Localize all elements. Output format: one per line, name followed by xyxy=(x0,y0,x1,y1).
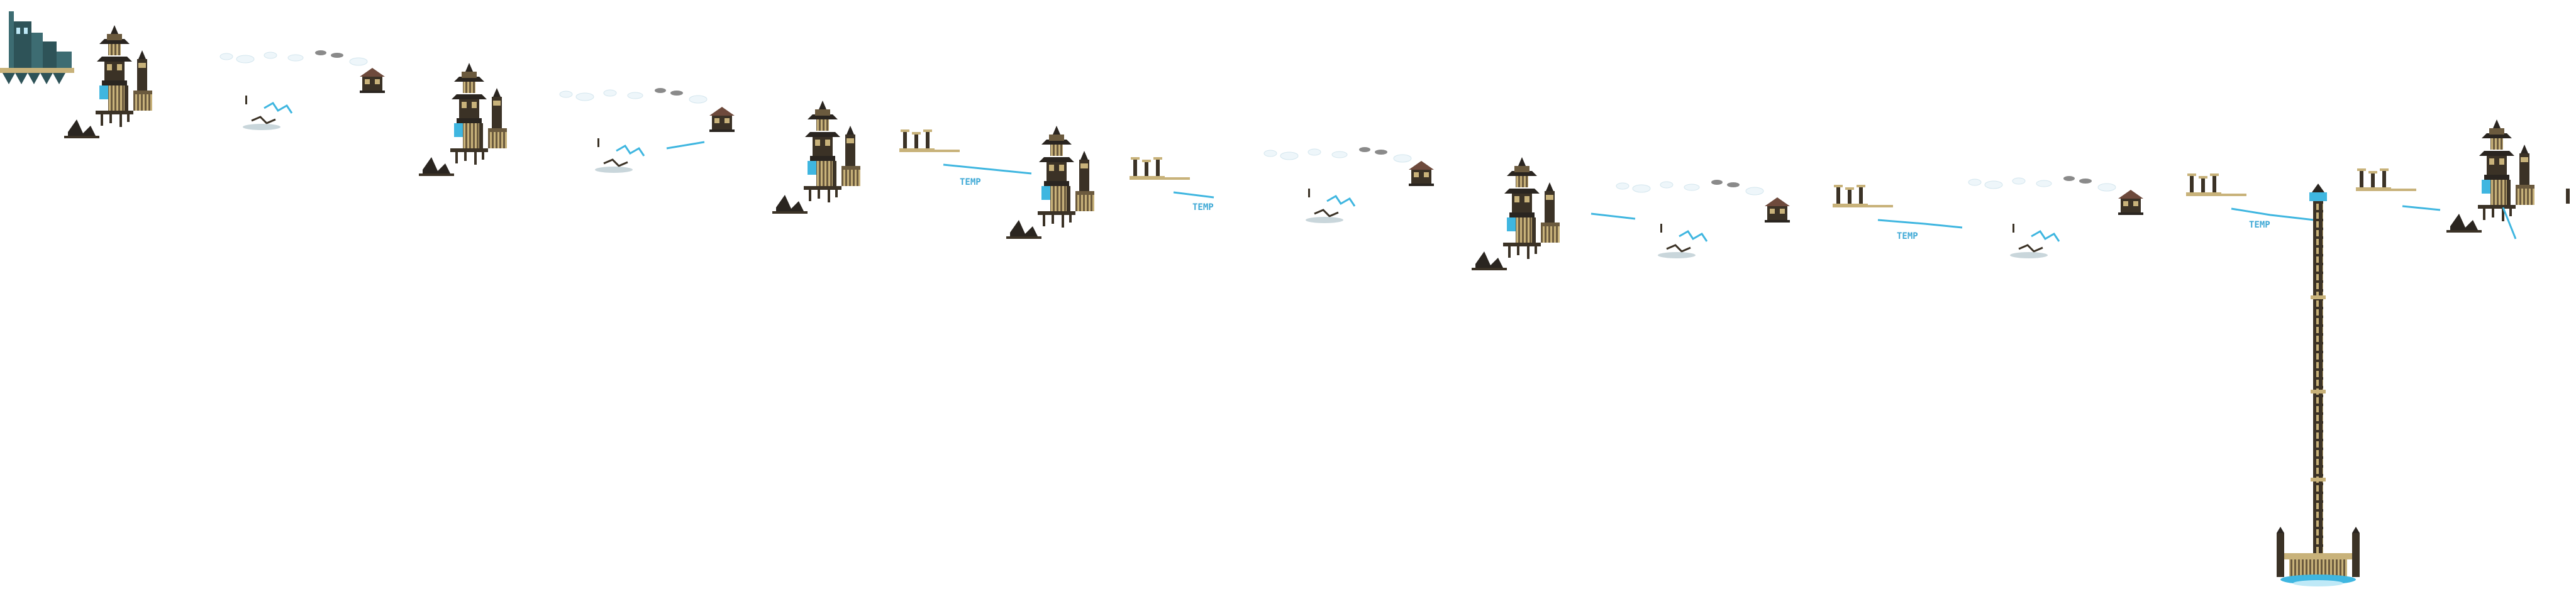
scaffold-gate xyxy=(1130,157,1190,180)
wooden-hut xyxy=(360,68,385,93)
pagoda-tower xyxy=(419,63,507,176)
cloud-platform xyxy=(1616,179,1764,195)
temp-sign: TEMP xyxy=(2249,220,2270,230)
scaffold-gate xyxy=(2356,168,2416,191)
cloud-platform xyxy=(219,50,368,66)
ice-wreck xyxy=(594,137,645,174)
temp-sign: TEMP xyxy=(1897,231,1918,241)
wooden-hut xyxy=(1765,197,1790,223)
pagoda-tower xyxy=(2446,119,2534,233)
ice-wreck xyxy=(2009,223,2060,260)
wooden-hut xyxy=(709,107,735,132)
pagoda-tower xyxy=(772,101,860,214)
scaffold-gate xyxy=(1833,185,1893,207)
castle-start xyxy=(0,11,74,84)
pagoda-tower xyxy=(1006,126,1094,239)
hanging-pillar xyxy=(2309,184,2327,553)
temp-sign: TEMP xyxy=(1192,202,1214,212)
scaffold-gate xyxy=(899,129,960,152)
temp-sign: TEMP xyxy=(960,177,981,187)
cloud-platform xyxy=(1968,175,2116,192)
ice-wreck xyxy=(1657,223,1708,260)
ice-wreck xyxy=(1304,187,1356,224)
ice-bridges xyxy=(666,141,2517,239)
pagoda-tower xyxy=(1472,157,1560,270)
edge-marker xyxy=(2566,189,2570,204)
ice-wreck xyxy=(242,94,293,131)
bottom-base xyxy=(2277,527,2360,586)
cloud-platform xyxy=(559,87,708,104)
pagoda-tower xyxy=(64,25,152,138)
scaffold-gate xyxy=(2186,173,2246,196)
cloud-platform xyxy=(1263,146,1412,163)
wooden-hut xyxy=(1409,161,1434,186)
temp-signs: TEMP TEMP TEMP TEMP xyxy=(960,177,2270,241)
wooden-hut xyxy=(2118,190,2143,215)
